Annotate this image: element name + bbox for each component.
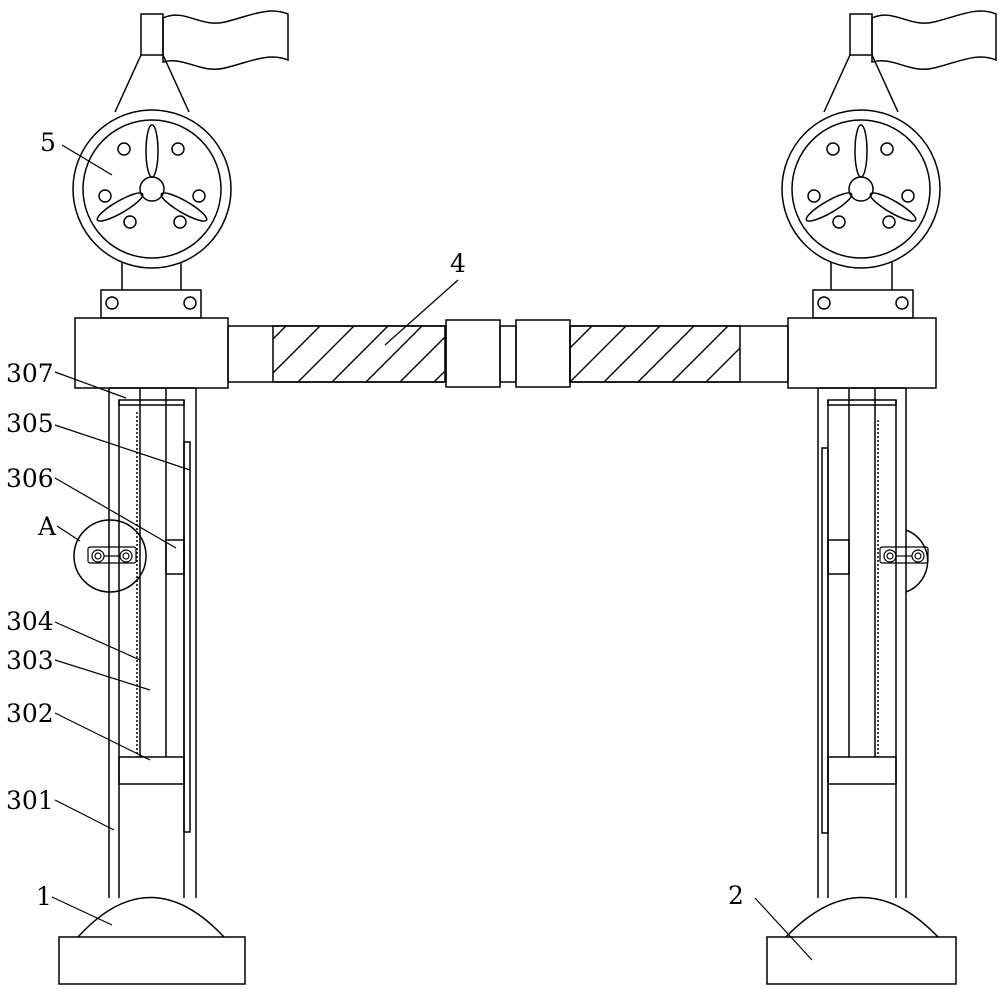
label-302: 302 [6,699,54,728]
label-2: 2 [728,881,744,910]
right-base-dome [785,896,939,938]
label-301: 301 [6,786,54,815]
label-1: 1 [36,882,52,911]
crossbar [227,319,789,388]
label-307: 307 [6,359,54,388]
left-post-assembly [58,10,289,985]
left-fan-housing [72,109,232,269]
label-303: 303 [6,646,54,675]
right-base-plate [766,936,957,985]
drawing-lines [51,10,997,985]
label-305: 305 [6,409,54,438]
left-base-dome [77,896,225,938]
right-fan-housing [781,109,941,269]
label-5: 5 [40,128,56,157]
right-head-housing [787,317,937,389]
label-4: 4 [450,249,466,278]
label-304: 304 [6,607,54,636]
leader-lines [51,144,813,961]
label-A: A [37,512,57,541]
left-head-housing [74,317,229,389]
part-labels: 5 4 307 305 306 A 304 303 302 301 1 2 [6,128,744,911]
label-306: 306 [6,464,54,493]
left-base-plate [58,936,246,985]
right-post-assembly [766,10,997,985]
